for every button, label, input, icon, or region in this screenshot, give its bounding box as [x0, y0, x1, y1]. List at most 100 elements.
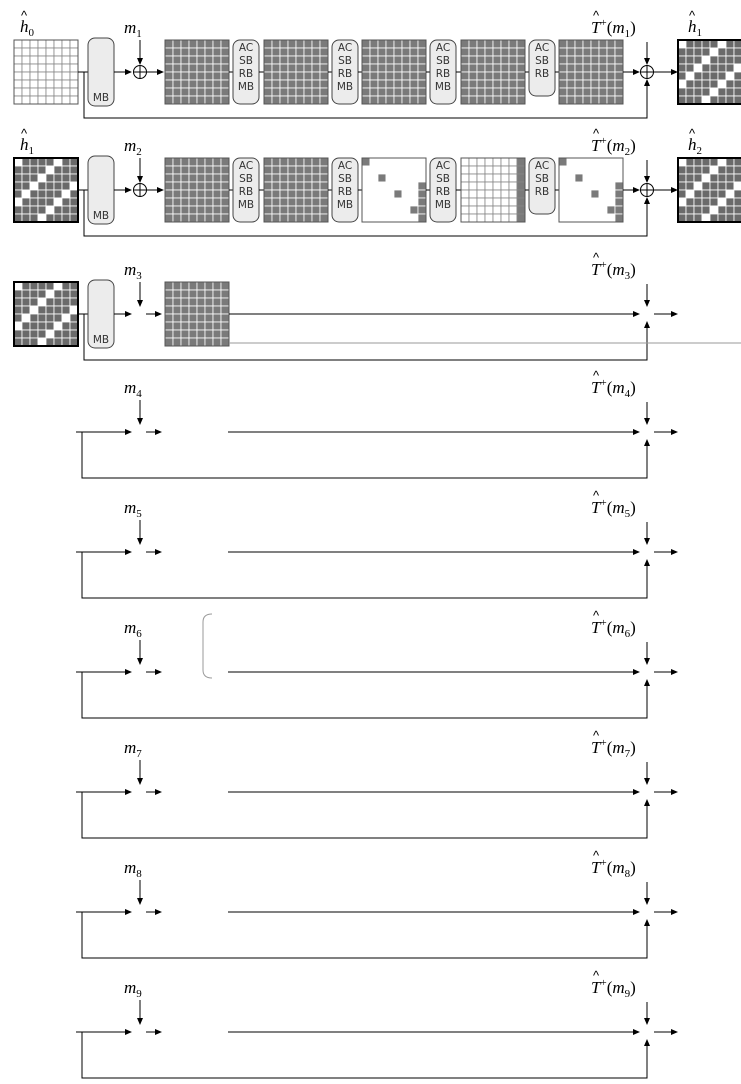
state-cell	[45, 173, 55, 183]
state-cell	[180, 79, 190, 89]
state-cell	[37, 337, 47, 347]
state-cell	[271, 63, 281, 73]
state-cell	[614, 165, 624, 175]
round-step-label: RB	[239, 186, 254, 198]
input-chaining-label: h0	[20, 17, 35, 39]
state-cell	[701, 181, 711, 191]
state-cell	[13, 281, 23, 291]
state-cell	[725, 79, 735, 89]
state-cell	[717, 213, 727, 223]
state-cell	[574, 173, 584, 183]
arrowhead	[125, 549, 132, 555]
state-cell	[263, 39, 273, 49]
state-cell	[582, 63, 592, 73]
state-cell	[558, 181, 568, 191]
state-cell	[37, 165, 47, 175]
state-cell	[709, 79, 719, 89]
state-cell	[361, 213, 371, 223]
state-cell	[733, 157, 741, 167]
state-cell	[69, 337, 79, 347]
state-cell	[45, 181, 55, 191]
arrowhead	[155, 1029, 162, 1035]
state-cell	[717, 55, 727, 65]
state-cell	[311, 71, 321, 81]
state-cell	[13, 47, 23, 57]
state-cell	[180, 305, 190, 315]
internal-state-grid	[558, 157, 624, 223]
arrowhead	[644, 658, 650, 665]
state-cell	[558, 87, 568, 97]
state-cell	[733, 79, 741, 89]
state-cell	[196, 205, 206, 215]
state-cell	[516, 157, 526, 167]
round-step-label: SB	[239, 55, 253, 67]
state-cell	[401, 165, 411, 175]
arrowhead	[671, 187, 678, 193]
state-cell	[212, 55, 222, 65]
round-step-label: RB	[338, 186, 353, 198]
state-cell	[566, 173, 576, 183]
state-cell	[500, 79, 510, 89]
state-cell	[172, 55, 182, 65]
state-cell	[180, 71, 190, 81]
state-cell	[21, 181, 31, 191]
arrowhead	[644, 1018, 650, 1025]
arrowhead	[633, 909, 640, 915]
state-cell	[709, 197, 719, 207]
state-cell	[180, 297, 190, 307]
state-cell	[460, 181, 470, 191]
state-cell	[500, 157, 510, 167]
round-step-label: MB	[93, 334, 109, 346]
state-cell	[484, 197, 494, 207]
state-cell	[53, 337, 63, 347]
state-cell	[558, 39, 568, 49]
state-cell	[164, 181, 174, 191]
state-cell	[263, 79, 273, 89]
state-cell	[508, 165, 518, 175]
state-cell	[598, 47, 608, 57]
state-cell	[369, 205, 379, 215]
internal-state-grid	[361, 39, 427, 105]
input-chaining-label: h1	[20, 135, 34, 157]
state-cell	[598, 95, 608, 105]
state-cell	[164, 87, 174, 97]
state-cell	[590, 55, 600, 65]
state-cell	[204, 281, 214, 291]
state-cell	[598, 63, 608, 73]
state-cell	[61, 197, 71, 207]
round-step-label: MB	[93, 210, 109, 222]
arrowhead	[644, 1039, 650, 1046]
message-label: m1	[124, 18, 142, 40]
state-cell	[492, 205, 502, 215]
state-cell	[393, 181, 403, 191]
state-cell	[220, 337, 230, 347]
round-step-label: RB	[535, 68, 550, 80]
state-cell	[29, 95, 39, 105]
state-cell	[693, 165, 703, 175]
state-cell	[393, 39, 403, 49]
state-cell	[468, 63, 478, 73]
state-cell	[164, 213, 174, 223]
state-cell	[53, 205, 63, 215]
tweakey-label: T+(m3)	[591, 259, 636, 282]
state-cell	[717, 39, 727, 49]
state-cell	[693, 71, 703, 81]
state-cell	[417, 95, 427, 105]
state-cell	[295, 47, 305, 57]
state-cell	[61, 71, 71, 81]
state-cell	[558, 157, 568, 167]
state-cell	[180, 165, 190, 175]
state-cell	[614, 71, 624, 81]
state-cell	[693, 173, 703, 183]
state-cell	[271, 55, 281, 65]
state-cell	[45, 79, 55, 89]
internal-state-grid	[263, 39, 329, 105]
state-cell	[13, 337, 23, 347]
state-cell	[709, 181, 719, 191]
state-cell	[725, 205, 735, 215]
state-cell	[393, 189, 403, 199]
state-cell	[271, 197, 281, 207]
state-cell	[303, 63, 313, 73]
